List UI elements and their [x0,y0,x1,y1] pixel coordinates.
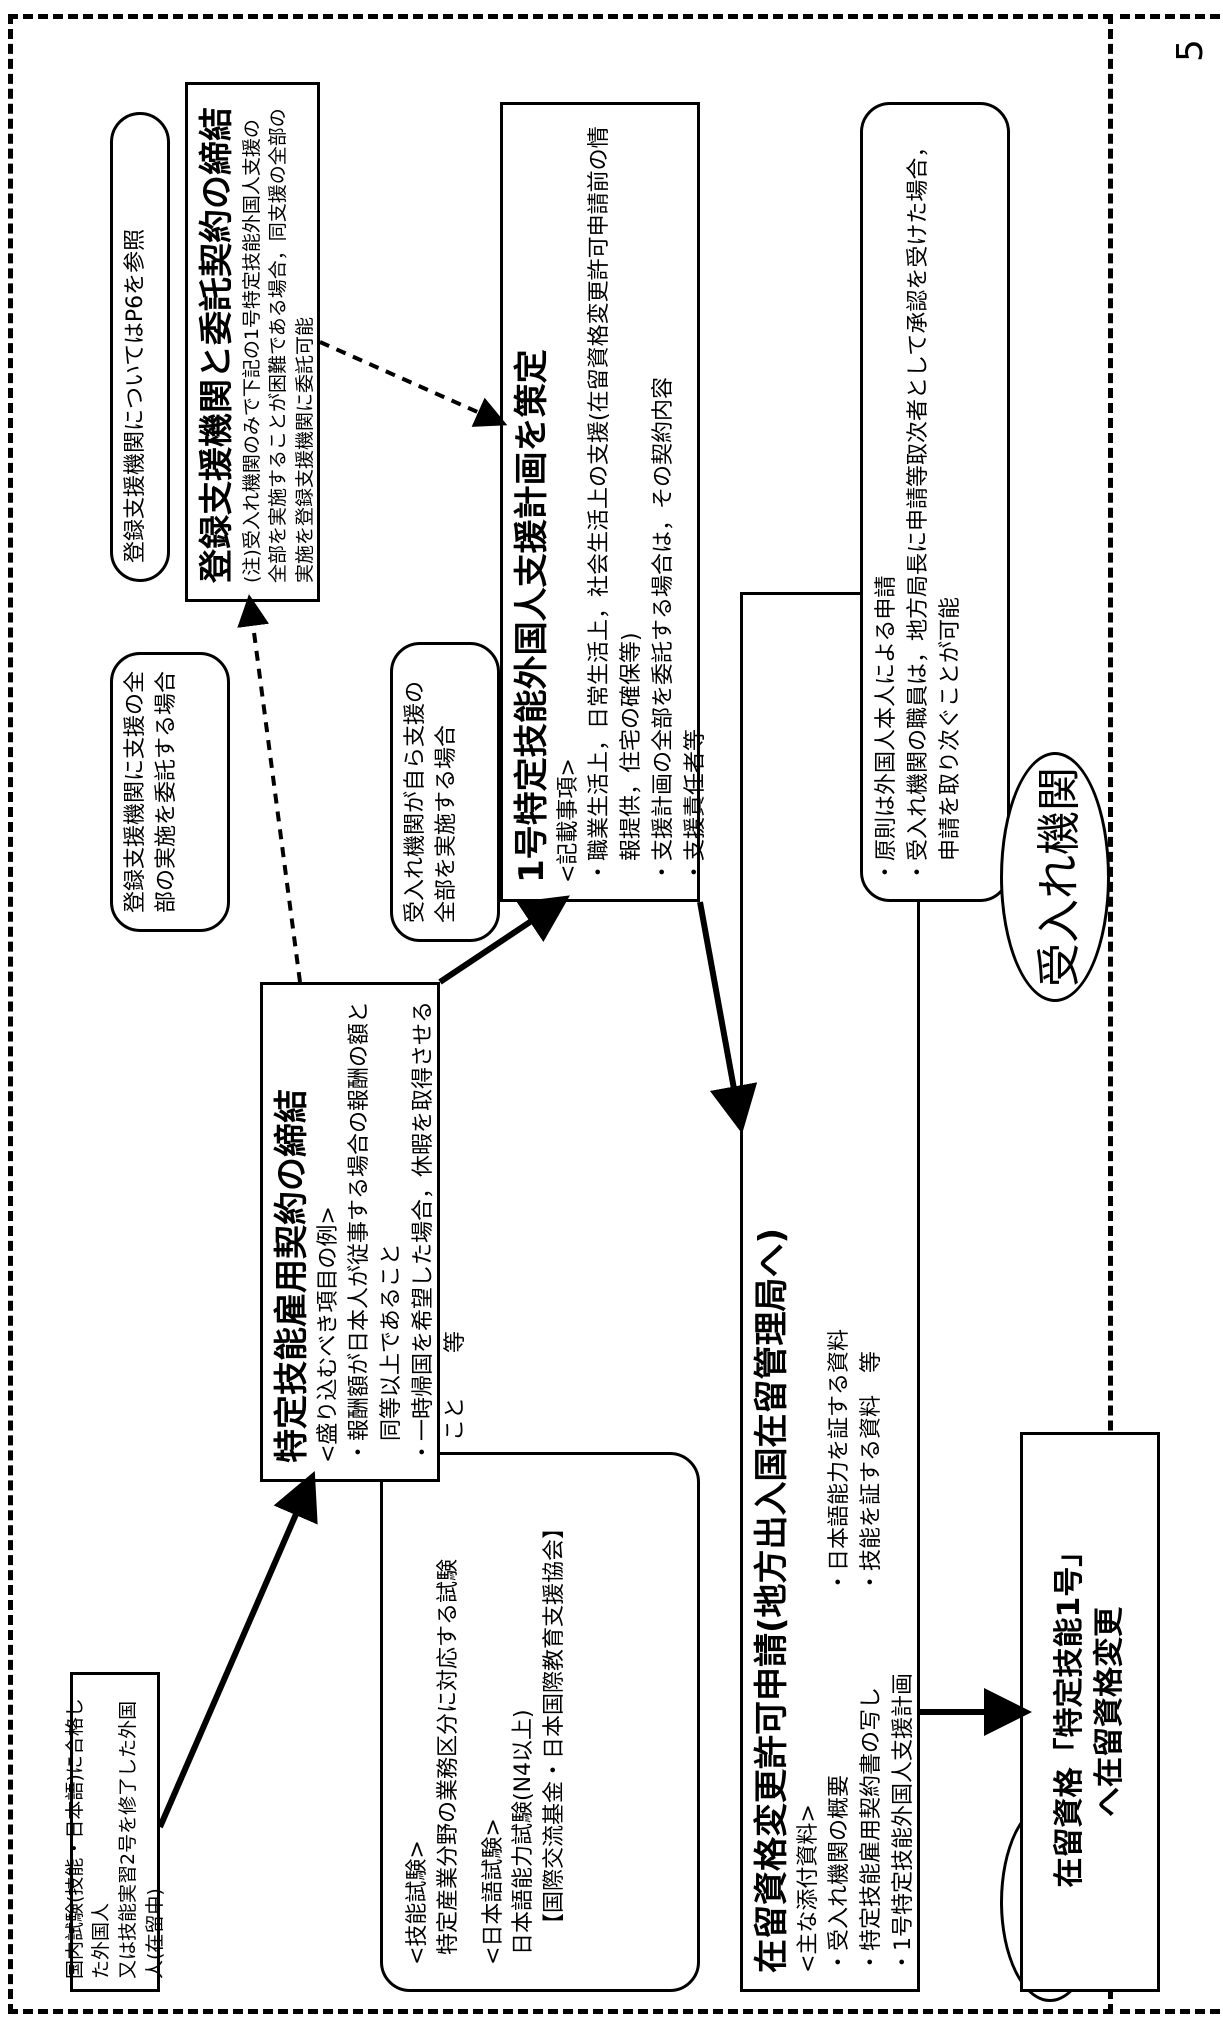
p6-callout: 登録支援機関についてはP6を参照 [110,112,170,582]
application-item: 受入れ機関の概要 [824,1673,856,1973]
consign-callout-text: 登録支援機関に支援の全部の実施を委託する場合 [123,670,179,913]
application-header: <主な添付資料> [795,1804,821,1973]
plan-box: 1号特定技能外国人支援計画を策定 <記載事項> 職業生活上，日常生活上，社会生活… [500,102,708,902]
start-box-line1: 国内試験(技能・日本語)に合格した外国人 [63,1698,113,1979]
contract-box: 特定技能雇用契約の締結 <盛り込むべき項目の例> 報酬額が日本人が従事する場合の… [260,982,468,1482]
plan-items: 職業生活上，日常生活上，社会生活上の支援(在留資格変更許可申請前の情報提供，住宅… [584,121,712,883]
start-box-line2: 又は技能実習2号を修了した外国人(在留中) [117,1700,166,1979]
plan-item: 支援計画の全部を委託する場合は，その契約内容 [648,121,680,883]
final-line2: へ在留資格変更 [1092,1607,1127,1817]
principle-item: 原則は外国人本人による申請 [871,121,903,883]
registered-box: 登録支援機関と委託契約の締結 (注)受入れ機関のみで下記の1号特定技能外国人支援… [185,82,320,602]
application-item: 技能を証する資料 等 [856,1329,888,1593]
registered-note: (注)受入れ機関のみで下記の1号特定技能外国人支援の全部を実施することが困難であ… [240,108,316,583]
receiving-org-oval: 受入れ機関 [1000,752,1110,1002]
application-left-items: 受入れ機関の概要 特定技能雇用契約書の写し 1号特定技能外国人支援計画 [824,1673,920,1973]
start-box: 国内試験(技能・日本語)に合格した外国人 又は技能実習2号を修了した外国人(在留… [64,1672,166,1992]
p6-callout-text: 登録支援機関についてはP6を参照 [123,228,148,563]
skill-test-header: <技能試験> [405,1840,430,1965]
plan-title: 1号特定技能外国人支援計画を策定 [512,349,552,883]
contract-title: 特定技能雇用契約の締結 [272,1089,312,1463]
plan-item: 支援責任者等 [680,121,712,883]
principle-item: 受入れ機関の職員は，地方局長に申請等取次者として承認を受けた場合，申請を取り次ぐ… [903,121,967,883]
application-item: 1号特定技能外国人支援計画 [888,1673,920,1973]
consign-callout: 登録支援機関に支援の全部の実施を委託する場合 [110,652,230,932]
self-callout-text: 受入れ機関が自ら支援の全部を実施する場合 [403,680,459,923]
skill-test-item: 特定産業分野の業務区分に対応する試験 [435,1558,461,1955]
jp-test-header: <日本語試験> [480,1818,506,1965]
tests-bubble: <技能試験> 特定産業分野の業務区分に対応する試験 <日本語試験> 日本語能力試… [380,1452,700,1992]
registered-title: 登録支援機関と委託契約の締結 [197,107,237,583]
contract-header: <盛り込むべき項目の例> [315,1206,341,1463]
application-item: 日本語能力を証する資料 [824,1329,856,1593]
self-callout: 受入れ機関が自ら支援の全部を実施する場合 [390,642,500,942]
final-line1: 在留資格「特定技能1号」 [1051,1536,1087,1888]
plan-header: <記載事項> [555,758,581,883]
contract-items: 報酬額が日本人が従事する場合の報酬の額と同等以上であること 一時帰国を希望した場… [344,1001,472,1463]
page-number: 5 [1170,39,1211,62]
contract-item: 報酬額が日本人が従事する場合の報酬の額と同等以上であること [344,1001,408,1463]
application-right-items: 日本語能力を証する資料 技能を証する資料 等 [824,1329,920,1593]
principle-items: 原則は外国人本人による申請 受入れ機関の職員は，地方局長に申請等取次者として承認… [871,121,967,883]
principle-callout: 原則は外国人本人による申請 受入れ機関の職員は，地方局長に申請等取次者として承認… [860,102,1010,902]
plan-item: 職業生活上，日常生活上，社会生活上の支援(在留資格変更許可申請前の情報提供，住宅… [584,121,648,883]
final-box: 在留資格「特定技能1号」 へ在留資格変更 [1020,1432,1160,1992]
contract-item: 一時帰国を希望した場合，休暇を取得させること 等 [408,1001,472,1463]
application-title: 在留資格変更許可申請(地方出入国在留管理局へ) [752,1227,792,1973]
application-item: 特定技能雇用契約書の写し [856,1673,888,1973]
jp-test-org: 【国際交流基金・日本国際教育支援協会】 [542,1516,568,1935]
jp-test-item: 日本語能力試験(N4以上) [511,1709,537,1955]
